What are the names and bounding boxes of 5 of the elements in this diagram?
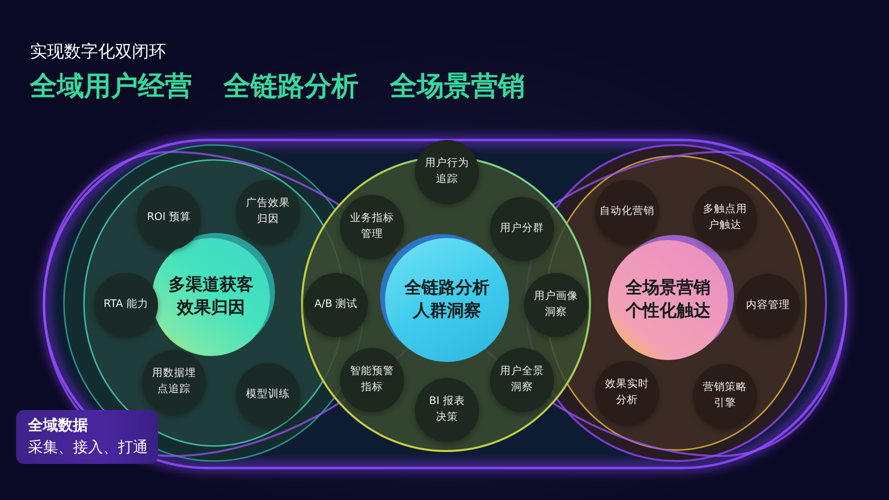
info-box — [16, 410, 158, 464]
info-text: 采集、接入、打通 — [28, 437, 148, 458]
info-heading: 全域数据 — [28, 415, 88, 436]
title: 全域用户经营 全链路分析 全场景营销 — [30, 71, 525, 102]
subtitle: 实现数字化双闭环 — [30, 42, 166, 62]
